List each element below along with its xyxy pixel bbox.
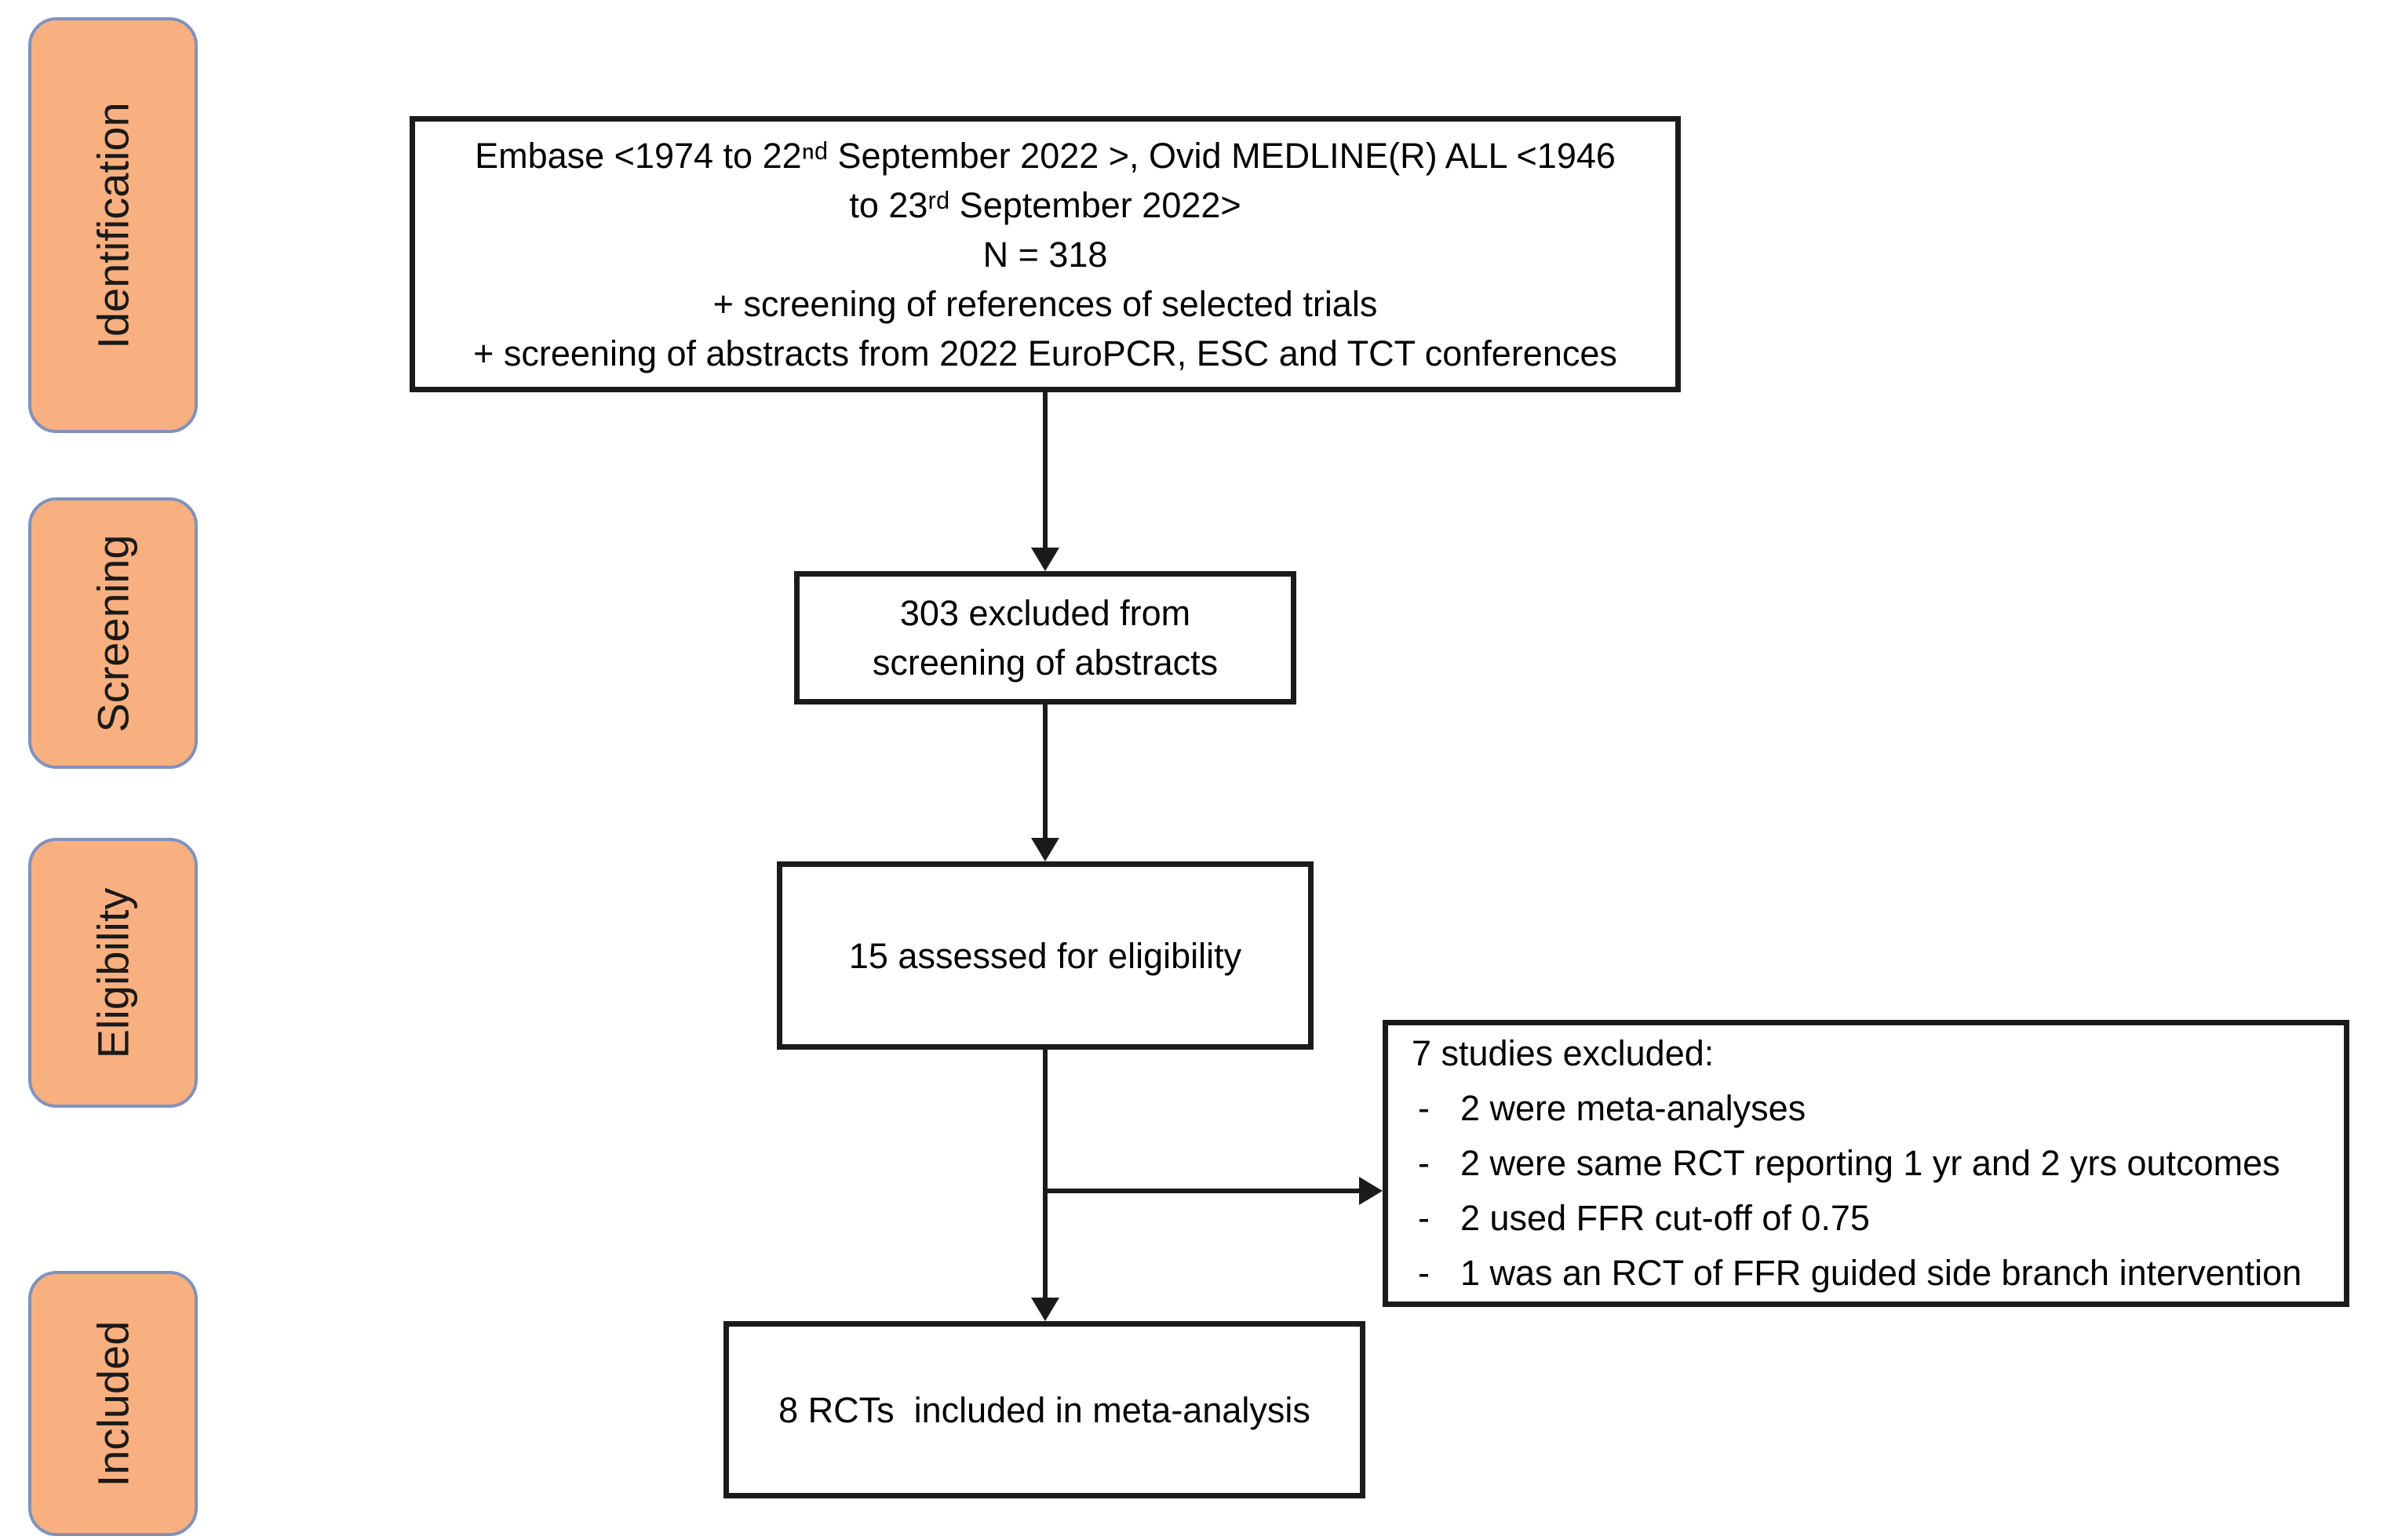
reason-item: - 1 was an RCT of FFR guided side branch… (1412, 1246, 2301, 1301)
reason-item: - 2 were same RCT reporting 1 yr and 2 y… (1412, 1136, 2280, 1191)
eligibility-assessed-box: 15 assessed for eligibility (777, 861, 1314, 1050)
stage-box-screening: Screening (28, 497, 198, 769)
stage-label-identification: Identification (88, 101, 138, 349)
screening-excluded-box: 303 excluded from screening of abstracts (794, 571, 1296, 704)
excluded-line-1: 303 excluded from (899, 593, 1191, 633)
connector-sources-to-excluded (1043, 392, 1048, 549)
included-final-box: 8 RCTs included in meta-analysis (723, 1321, 1365, 1498)
sources-line-2: to 23ʳᵈ September 2022> (849, 184, 1241, 225)
reasons-title: 7 studies excluded: (1412, 1033, 1715, 1073)
stage-box-eligibility: Eligibility (28, 838, 198, 1108)
sources-line-5: + screening of abstracts from 2022 EuroP… (473, 333, 1617, 373)
arrowhead-down-icon (1031, 838, 1059, 861)
connector-excluded-to-assessed (1043, 704, 1048, 839)
bullet-dash-icon: - (1418, 1143, 1430, 1183)
stage-label-screening: Screening (88, 533, 138, 733)
arrowhead-down-icon (1031, 1298, 1059, 1321)
bullet-dash-icon: - (1418, 1198, 1430, 1238)
stage-box-identification: Identification (28, 17, 198, 433)
reason-item: - 2 used FFR cut-off of 0.75 (1412, 1191, 1870, 1246)
connector-branch-to-reasons (1045, 1189, 1359, 1193)
reason-text-3: 2 used FFR cut-off of 0.75 (1460, 1198, 1870, 1238)
reason-text-2: 2 were same RCT reporting 1 yr and 2 yrs… (1460, 1143, 2280, 1183)
sources-line-3: N = 318 (982, 234, 1108, 275)
reason-text-4: 1 was an RCT of FFR guided side branch i… (1460, 1253, 2302, 1293)
stage-label-included: Included (88, 1320, 138, 1487)
stage-box-included: Included (28, 1271, 198, 1536)
bullet-dash-icon: - (1418, 1088, 1430, 1128)
bullet-dash-icon: - (1418, 1253, 1430, 1293)
included-text: 8 RCTs included in meta-analysis (778, 1389, 1310, 1430)
arrowhead-down-icon (1031, 548, 1059, 571)
connector-assessed-to-included (1043, 1050, 1048, 1299)
arrowhead-right-icon (1359, 1177, 1383, 1205)
exclusion-reasons-box: 7 studies excluded: - 2 were meta-analys… (1383, 1020, 2349, 1307)
stage-label-eligibility: Eligibility (88, 887, 138, 1058)
excluded-line-2: screening of abstracts (872, 643, 1219, 683)
sources-line-1: Embase <1974 to 22ⁿᵈ September 2022 >, O… (475, 135, 1616, 176)
reason-text-1: 2 were meta-analyses (1460, 1088, 1806, 1128)
identification-sources-box: Embase <1974 to 22ⁿᵈ September 2022 >, O… (410, 116, 1681, 392)
assessed-text: 15 assessed for eligibility (848, 935, 1242, 976)
sources-line-4: + screening of references of selected tr… (712, 283, 1378, 324)
reason-item: - 2 were meta-analyses (1412, 1081, 1806, 1136)
